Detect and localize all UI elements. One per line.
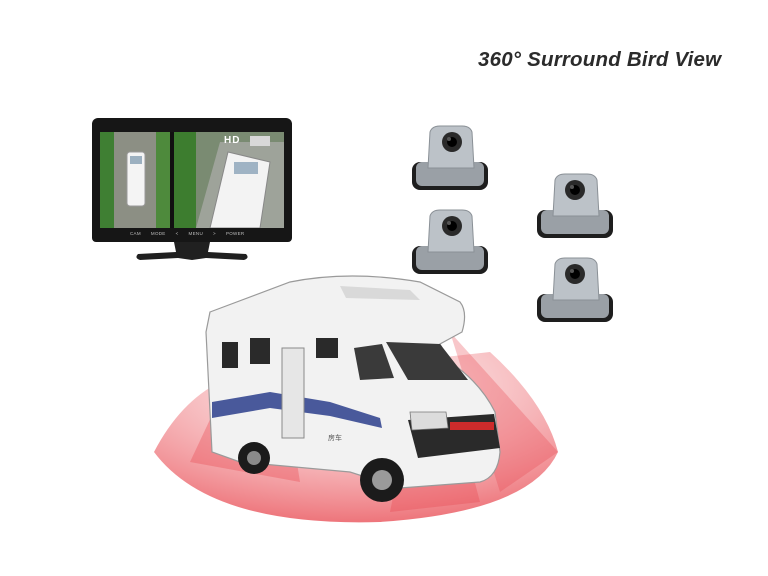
cam-button[interactable]: CAM (130, 231, 141, 236)
monitor-screen: HD (100, 132, 284, 228)
monitor-controls: CAM MODE < MENU > POWER (130, 231, 244, 236)
monitor-bezel: HD CAM MODE < MENU > POWER (92, 118, 292, 242)
power-button[interactable]: POWER (225, 231, 245, 236)
rv-illustration: 房车 (154, 275, 558, 523)
camera-icon (412, 125, 488, 190)
camera-icon (537, 173, 613, 238)
headline: 360° Surround Bird View (478, 48, 722, 71)
screen-hd-label: HD (224, 135, 241, 146)
monitor-stand (136, 242, 248, 260)
rv-badge-text: 房车 (328, 433, 342, 442)
prev-button[interactable]: < (175, 231, 179, 236)
mode-button[interactable]: MODE (150, 231, 166, 236)
coverage-zone (450, 332, 558, 492)
monitor-image: HD CAM MODE < MENU > POWER (92, 118, 298, 266)
camera-icon (537, 257, 613, 322)
menu-button[interactable]: MENU (188, 231, 203, 236)
next-button[interactable]: > (213, 231, 216, 236)
camera-icon (412, 209, 488, 274)
